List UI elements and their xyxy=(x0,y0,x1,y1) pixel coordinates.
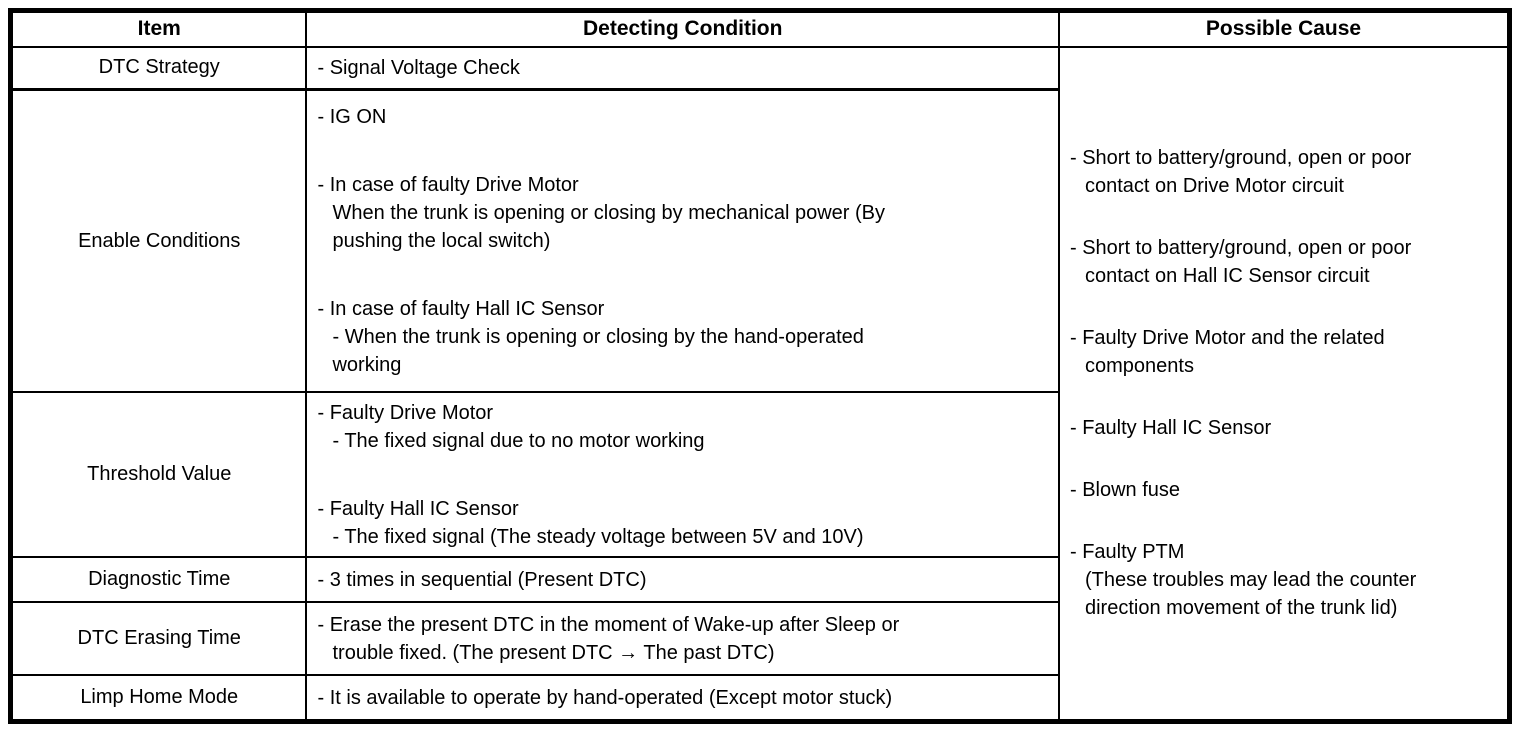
cell-line: - Signal Voltage Check xyxy=(317,56,520,79)
spacer xyxy=(1070,442,1499,476)
cell-line: trouble fixed. (The present DTC → The pa… xyxy=(332,641,775,664)
header-row: Item Detecting Condition Possible Cause xyxy=(9,9,1511,48)
cell-line: direction movement of the trunk lid) xyxy=(1084,597,1398,620)
detecting-condition-cell-dtc-erasing-time: - Erase the present DTC in the moment of… xyxy=(305,601,1060,677)
row-label-limp-home-mode: Limp Home Mode xyxy=(9,674,308,723)
cell-line: - Faulty Hall IC Sensor xyxy=(1069,417,1272,440)
column-header-detecting-condition: Detecting Condition xyxy=(305,9,1060,48)
cell-line: - Faulty Drive Motor and the related xyxy=(1069,327,1385,350)
table-row-threshold-value: Threshold Value - Faulty Drive Motor - The… xyxy=(9,390,1510,559)
spacer xyxy=(1070,504,1499,538)
detecting-condition-cell-threshold-value: - Faulty Drive Motor - The fixed signal d… xyxy=(305,390,1060,559)
detecting-condition-cell-dtc-strategy: - Signal Voltage Check xyxy=(305,45,1060,92)
cell-line: - Faulty PTM xyxy=(1069,541,1185,564)
cell-line: - The fixed signal (The steady voltage b… xyxy=(332,525,864,548)
dtc-detecting-condition-table: Item Detecting Condition Possible Cause … xyxy=(8,8,1512,724)
spacer xyxy=(1070,290,1499,324)
table-row-enable-conditions: Enable Conditions - IG ON - In case of fau… xyxy=(9,88,1510,394)
column-header-possible-cause: Possible Cause xyxy=(1057,9,1511,48)
cell-line: - Erase the present DTC in the moment of… xyxy=(317,613,900,636)
spacer xyxy=(1070,200,1499,234)
table-body: DTC Strategy - Signal Voltage Check - Shor… xyxy=(9,45,1511,723)
cell-line: - IG ON xyxy=(317,106,387,129)
column-header-item: Item xyxy=(9,9,308,48)
cell-line: pushing the local switch) xyxy=(332,230,551,253)
row-label-threshold-value: Threshold Value xyxy=(9,390,308,559)
cell-line: - Short to battery/ground, open or poor xyxy=(1069,147,1412,170)
cell-line: - In case of faulty Hall IC Sensor xyxy=(317,298,605,321)
cell-line: components xyxy=(1084,355,1194,378)
cell-line: - In case of faulty Drive Motor xyxy=(317,174,579,197)
detecting-condition-cell-limp-home-mode: - It is available to operate by hand-ope… xyxy=(305,674,1060,723)
cell-line: - Faulty Drive Motor xyxy=(317,401,494,424)
cell-line: working xyxy=(332,354,402,377)
cell-line: - Blown fuse xyxy=(1069,479,1181,502)
detecting-condition-cell-diagnostic-time: - 3 times in sequential (Present DTC) xyxy=(305,556,1060,604)
cell-line: - It is available to operate by hand-ope… xyxy=(317,686,893,709)
cell-line: - When the trunk is opening or closing b… xyxy=(332,326,864,349)
spacer xyxy=(1070,380,1499,414)
table-row-dtc-erasing-time: DTC Erasing Time - Erase the present DTC … xyxy=(9,601,1510,677)
cell-line: (These troubles may lead the counter xyxy=(1084,569,1417,592)
cell-line: - 3 times in sequential (Present DTC) xyxy=(317,568,647,591)
table-row-limp-home-mode: Limp Home Mode - It is available to opera… xyxy=(9,674,1510,723)
cell-line: contact on Hall IC Sensor circuit xyxy=(1084,265,1370,288)
row-label-dtc-erasing-time: DTC Erasing Time xyxy=(9,601,308,677)
row-label-diagnostic-time: Diagnostic Time xyxy=(9,556,308,604)
cell-line: - Faulty Hall IC Sensor xyxy=(317,497,519,520)
row-label-dtc-strategy: DTC Strategy xyxy=(9,45,308,92)
spacer xyxy=(317,131,1050,171)
table-row-diagnostic-time: Diagnostic Time - 3 times in sequential (… xyxy=(9,556,1510,604)
possible-cause-cell: - Short to battery/ground, open or poor c… xyxy=(1057,45,1511,723)
spacer xyxy=(317,255,1050,295)
row-label-enable-conditions: Enable Conditions xyxy=(9,88,308,394)
table-row-dtc-strategy: DTC Strategy - Signal Voltage Check - Shor… xyxy=(9,45,1511,723)
spacer xyxy=(317,455,1050,495)
table-header: Item Detecting Condition Possible Cause xyxy=(9,9,1511,48)
cell-line: contact on Drive Motor circuit xyxy=(1084,175,1344,198)
cell-line: - The fixed signal due to no motor worki… xyxy=(332,429,705,452)
cell-line: - Short to battery/ground, open or poor xyxy=(1069,237,1412,260)
cell-line: When the trunk is opening or closing by … xyxy=(332,202,885,225)
